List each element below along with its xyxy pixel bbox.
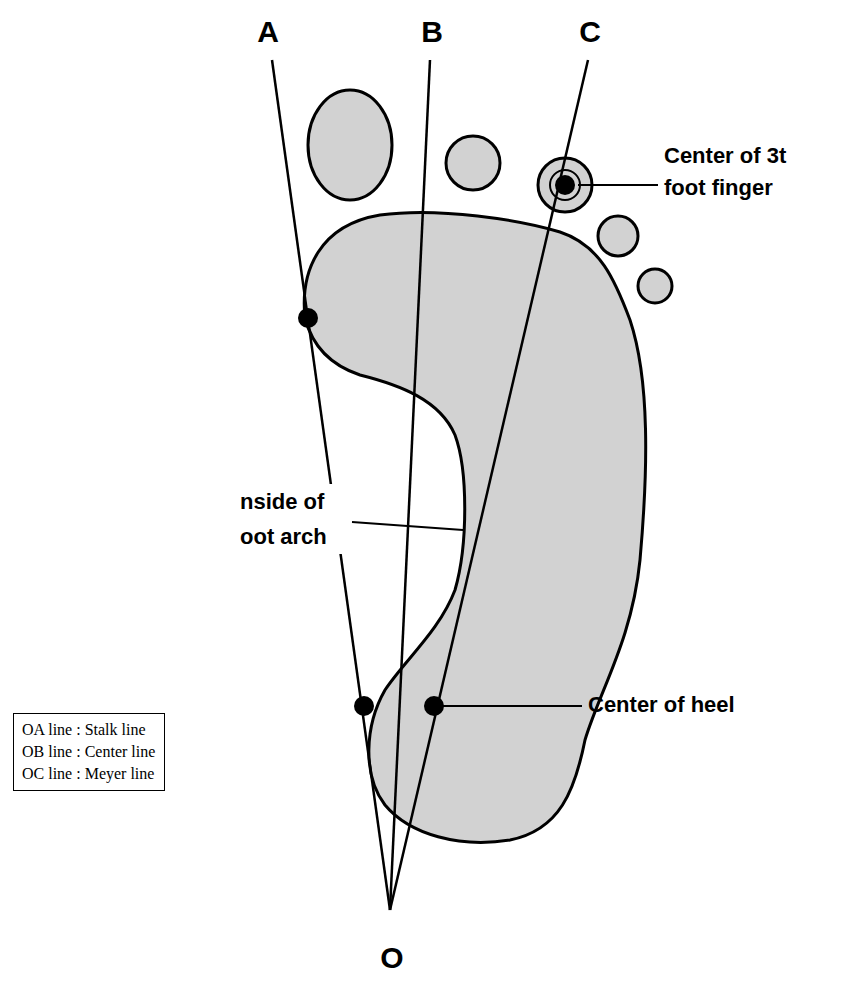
point-dot [354,696,374,716]
legend-line: OB line : Center line [22,741,156,763]
leader-line [440,705,582,707]
legend-line: OA line : Stalk line [22,719,156,741]
foot-sole [304,213,645,843]
callout-label: nside of oot arch [240,484,348,554]
third-toe-center-ring [550,170,580,200]
callout-label: Center of 3t foot finger [664,140,814,204]
leader-line [578,184,658,186]
point-letter: C [570,14,610,50]
point-dot [424,696,444,716]
center-line [390,60,430,910]
second-toe [446,136,500,190]
point-letter: B [412,14,452,50]
point-letter: A [248,14,288,50]
point-dot [298,308,318,328]
point-letter: O [372,940,412,976]
meyer-line [390,60,588,910]
big-toe [308,90,392,200]
legend-line: OC line : Meyer line [22,763,156,785]
fifth-toe [638,269,672,303]
point-dot [555,175,575,195]
legend-box: OA line : Stalk lineOB line : Center lin… [13,713,165,791]
fourth-toe [598,216,638,256]
callout-label: Center of heel [588,692,808,718]
leader-line [352,522,463,530]
